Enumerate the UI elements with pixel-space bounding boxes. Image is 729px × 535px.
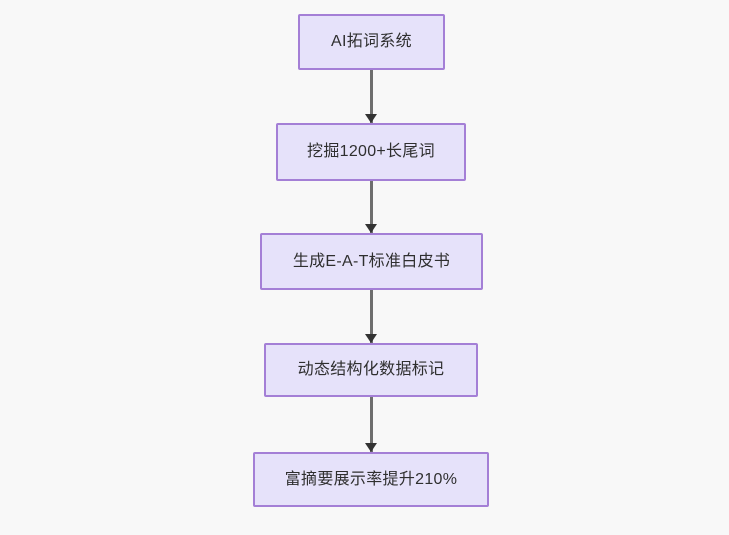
flow-node-3-label: 生成E-A-T标准白皮书 <box>292 252 451 270</box>
flow-edge-3-line <box>369 290 373 343</box>
flow-edge-1-line <box>369 70 373 123</box>
flow-edge-2-line <box>369 181 373 233</box>
flow-node-4-label: 动态结构化数据标记 <box>297 361 445 378</box>
flow-node-5-label: 富摘要展示率提升210% <box>284 470 458 488</box>
flow-node-1[interactable]: AI拓词系统 <box>298 14 445 70</box>
flow-edge-2-arrowhead-icon <box>365 224 377 233</box>
flow-node-5[interactable]: 富摘要展示率提升210% <box>253 452 489 507</box>
flow-node-1-label: AI拓词系统 <box>331 33 412 50</box>
flow-node-2-label: 挖掘1200+长尾词 <box>307 143 435 160</box>
flow-edge-3-arrowhead-icon <box>365 334 377 343</box>
flow-node-4[interactable]: 动态结构化数据标记 <box>264 343 478 397</box>
flow-node-2[interactable]: 挖掘1200+长尾词 <box>276 123 466 181</box>
flow-edge-4-line <box>369 397 373 452</box>
flow-edge-1-arrowhead-icon <box>365 114 377 123</box>
flow-node-3[interactable]: 生成E-A-T标准白皮书 <box>260 233 483 290</box>
flow-edge-4-arrowhead-icon <box>365 443 377 452</box>
